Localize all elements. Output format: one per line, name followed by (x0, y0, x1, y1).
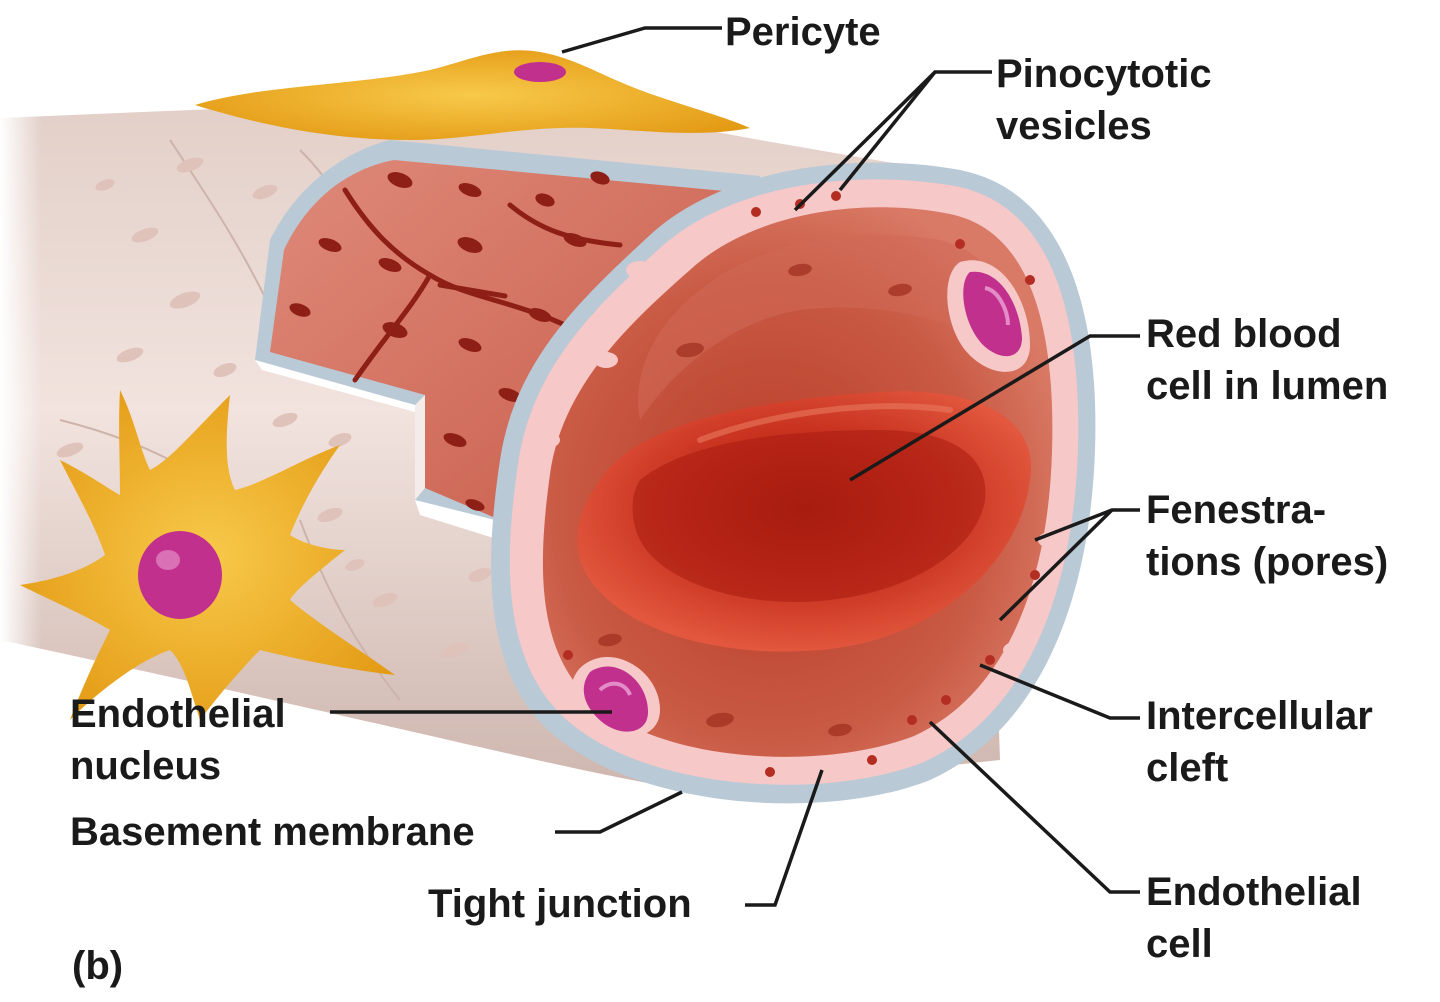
label-endothelial-nucleus: Endothelial nucleus (70, 688, 286, 792)
endothelial-nucleus-bottom (571, 657, 660, 737)
label-pericyte: Pericyte (725, 10, 881, 54)
label-endothelial-cell-line-1: Endothelial (1146, 870, 1362, 914)
red-blood-cell (577, 391, 1032, 652)
label-tight-junction: Tight junction (428, 882, 692, 926)
pericyte-top (195, 50, 750, 140)
label-rbc-line-1: Red blood (1146, 312, 1342, 356)
pericyte-left (20, 390, 395, 720)
leader-tight-junction (745, 769, 824, 907)
label-cleft-line-1: Intercellular (1146, 694, 1373, 738)
leader-pericyte (561, 26, 722, 54)
leader-basement-membrane (555, 790, 683, 834)
label-endothelial-nucleus-line-1: Endothelial (70, 692, 286, 736)
label-endothelial-nucleus-line-2: nucleus (70, 744, 222, 788)
label-endothelial-cell-line-2: cell (1146, 922, 1213, 966)
label-intercellular-cleft: Intercellular cleft (1146, 690, 1373, 794)
label-cleft-line-2: cleft (1146, 746, 1229, 790)
label-fenestrations-line-1: Fenestra- (1146, 488, 1327, 532)
label-fenestrations-line-2: tions (pores) (1146, 540, 1389, 584)
label-fenestrations: Fenestra- tions (pores) (1146, 484, 1388, 588)
label-rbc-line-2: cell in lumen (1146, 364, 1389, 408)
leader-fenestrations-2 (998, 508, 1114, 622)
label-pinocytotic-line-1: Pinocytotic (996, 52, 1212, 96)
label-pinocytotic-vesicles: Pinocytotic vesicles (996, 48, 1212, 152)
endothelial-nucleus-top (947, 260, 1030, 372)
leader-intercellular-cleft (979, 663, 1140, 720)
leader-endothelial-cell (928, 720, 1140, 894)
leader-lines (330, 26, 1140, 907)
leader-pinocytotic-2 (838, 70, 937, 192)
label-endothelial-cell: Endothelial cell (1146, 866, 1362, 970)
label-basement-membrane: Basement membrane (70, 810, 475, 854)
figure-tag: (b) (72, 944, 124, 988)
label-red-blood-cell: Red blood cell in lumen (1146, 308, 1388, 412)
cutaway-window (255, 140, 760, 560)
leader-rbc (849, 334, 1140, 482)
label-pinocytotic-line-2: vesicles (996, 104, 1152, 148)
